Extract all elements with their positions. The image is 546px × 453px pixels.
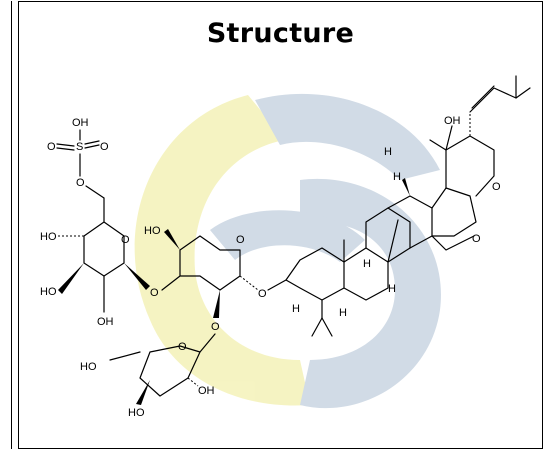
methyl-side: [429, 139, 447, 151]
bond-s-o1b: [56, 147, 75, 151]
aglycone-core: H H H H H H O O OH: [285, 75, 531, 337]
atom-o-pyran: O: [492, 181, 501, 193]
atom-oh-sulfate: OH: [72, 117, 89, 129]
pentose-ring: HO O O O: [144, 225, 287, 333]
atom-ho-g4: HO: [40, 231, 57, 243]
panel-title: Structure: [206, 18, 355, 49]
atom-o-s2: O: [100, 141, 109, 153]
ring-e: [431, 187, 477, 237]
bond-side-oh: [445, 125, 453, 151]
wedge-g3-ho: [58, 263, 84, 294]
atom-ho-f5: HO: [80, 361, 97, 373]
watermark-yellow-arc: [134, 95, 310, 406]
bond-f5-c: [109, 351, 141, 361]
atom-o-bridge: O: [472, 233, 481, 245]
atom-oh-g2: OH: [97, 316, 114, 328]
atom-oh-side: OH: [444, 115, 461, 127]
bond-x1-o: [239, 275, 259, 291]
prenyl-double: [471, 85, 495, 109]
wedge-g1-o: [124, 263, 150, 290]
wedge-x2-o: [213, 290, 220, 318]
atom-s: S: [76, 141, 83, 153]
atom-h5: H: [393, 171, 401, 183]
pyran-ring: [445, 135, 495, 197]
sulfate-group: OH S O O O: [47, 117, 109, 199]
atom-h1: H: [292, 303, 300, 315]
pentose-ring-bonds: [161, 235, 241, 291]
atom-o-x2: O: [211, 321, 220, 333]
atom-o-ring-x: O: [236, 234, 245, 246]
atom-o-x1: O: [258, 288, 267, 300]
glucose-ring: O HO HO OH O: [40, 197, 159, 328]
atom-h6: H: [384, 146, 392, 158]
atom-o-gly-link: O: [150, 287, 159, 299]
watermark-blue-arc: [255, 93, 440, 180]
methyl-a2: [321, 317, 333, 337]
atom-o-link6: O: [76, 177, 85, 189]
atom-h3: H: [363, 258, 371, 270]
bond-o6-c6: [85, 185, 105, 199]
atom-ho-x4: HO: [144, 225, 161, 237]
ring-a: [285, 247, 345, 301]
furanose-ring: O HO HO OH: [80, 333, 216, 419]
watermark-blue-body: [300, 178, 441, 409]
atom-h2: H: [339, 307, 347, 319]
bond-o-aglycone: [267, 279, 287, 291]
atom-o-ring-f: O: [178, 341, 187, 353]
ring-b: [343, 247, 389, 301]
atom-o-s1: O: [47, 141, 56, 153]
atom-h4: H: [388, 283, 396, 295]
ring-c: [365, 207, 411, 263]
prenyl-chain: [469, 87, 531, 113]
watermark-blue-mid: [210, 210, 365, 262]
atom-o-ring-g: O: [121, 234, 130, 246]
glucose-ring-bonds: [83, 197, 125, 277]
bond-s-o2b: [84, 144, 100, 149]
bridge: [431, 235, 475, 251]
left-border-strip: [0, 1, 12, 449]
atom-oh-f2: OH: [198, 385, 215, 397]
bond-s-o1a: [56, 143, 75, 147]
atom-ho-f3: HO: [128, 407, 145, 419]
wedge-x4-ho: [164, 229, 180, 250]
methyl-a1: [311, 317, 323, 337]
methyl-c: [387, 219, 399, 263]
bond-s-o2a: [84, 140, 100, 145]
watermark-logo: [134, 93, 441, 409]
furanose-ring-bonds: [139, 333, 216, 397]
atom-ho-g3: HO: [40, 286, 57, 298]
wedge-h5: [402, 178, 410, 196]
bond-f2-oh: [187, 377, 199, 387]
wedge-f3-ho: [136, 380, 150, 405]
